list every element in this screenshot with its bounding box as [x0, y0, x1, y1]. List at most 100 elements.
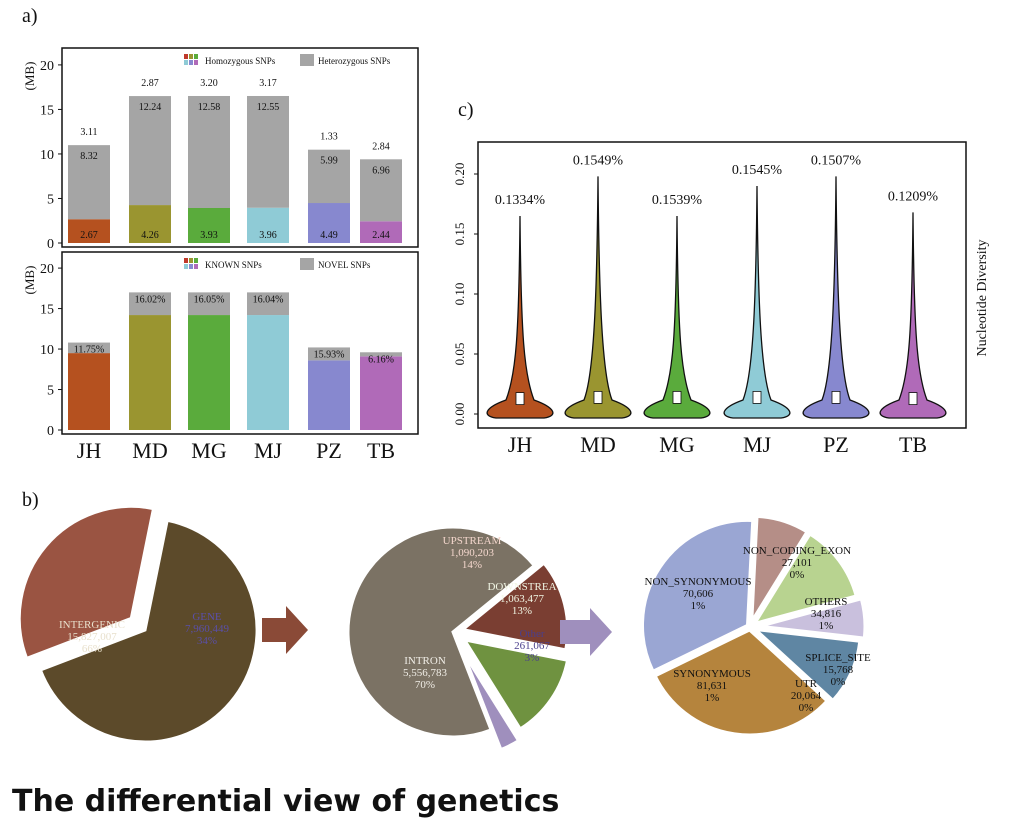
legend-swatch-multicolor-dot [194, 60, 198, 65]
pie-slice-non-coding-exon [750, 514, 809, 623]
x-tick-label-MD: MD [580, 432, 615, 457]
bar-TB-lower [360, 356, 402, 430]
panel-label-c: c) [458, 99, 474, 121]
bar-JH-upper [68, 145, 110, 220]
pie-slice-others [751, 531, 859, 626]
pie-label-name: INTERGENIC [59, 619, 125, 631]
bar-percent-label: 11.75% [74, 345, 104, 356]
legend-swatch-gray [300, 258, 314, 270]
bar-value-label-lower: 3.93 [200, 230, 218, 241]
bar-JH-lower [68, 353, 110, 430]
legend-swatch-multicolor-dot [189, 60, 193, 65]
bar-MG-upper [188, 292, 230, 316]
legend-swatch-multicolor-dot [189, 258, 193, 263]
bar-MG-lower [188, 208, 230, 243]
pie-label-count: 5,556,783 [403, 667, 448, 679]
y-tick-label: 5 [47, 384, 54, 399]
pie-label-percent: 1% [705, 692, 720, 704]
pie-label-percent: 34% [197, 635, 217, 647]
x-tick-label-TB: TB [899, 432, 927, 457]
panel-label-a: a) [22, 5, 38, 27]
bar-MJ-upper [247, 292, 289, 316]
y-tick-label: 0 [47, 237, 54, 252]
y-axis-label: (MB) [22, 266, 37, 295]
pie-label-count: 1,063,477 [500, 593, 545, 605]
pie-label-name: INTRON [404, 655, 446, 667]
x-tick-label-TB: TB [367, 438, 395, 463]
bar-value-label-top: 2.87 [141, 78, 159, 89]
pie-label-name: Other [519, 628, 544, 640]
pie-label-name: NON_SYNONYMOUS [645, 576, 752, 588]
pie-label-count: 27,101 [782, 557, 812, 569]
y-tick-label: 0.05 [452, 343, 467, 366]
pie-label-name: UTR [795, 678, 818, 690]
bar-value-label-upper: 6.96 [372, 165, 390, 176]
y-tick-label: 20 [40, 59, 54, 74]
violin-box-MJ [752, 390, 762, 404]
pie-label-percent: 1% [691, 600, 706, 612]
violin-MD [564, 176, 632, 419]
violin-box-MD [593, 390, 603, 404]
pie-label-percent: 0% [831, 676, 846, 688]
y-tick-label: 0.10 [452, 283, 467, 306]
pie-label-count: 1,090,203 [450, 547, 495, 559]
bar-percent-label: 16.04% [253, 294, 284, 305]
bar-MD-lower [129, 315, 171, 430]
pie-slice-other [461, 650, 521, 752]
legend-label: Homozygous SNPs [205, 56, 276, 66]
x-tick-label-PZ: PZ [823, 432, 849, 457]
bar-value-label-lower: 2.67 [80, 230, 98, 241]
pie-label-percent: 1% [819, 620, 834, 632]
y-tick-label: 10 [40, 148, 54, 163]
bar-value-label-upper: 8.32 [80, 151, 98, 162]
pie-label-name: NON_CODING_EXON [743, 545, 851, 557]
pie-label-count: 261,067 [514, 640, 550, 652]
bar-TB-upper [360, 352, 402, 357]
pie-label-name: DOWNSTREA [487, 581, 556, 593]
pie-slice-intron [346, 525, 537, 739]
pie-label-percent: 14% [462, 559, 482, 571]
legend-label: NOVEL SNPs [318, 260, 371, 270]
violin-box-MG [672, 390, 682, 404]
y-axis-label: Nucleotide Diversity [975, 239, 990, 356]
violin-MG [643, 215, 711, 419]
violin-box-JH [515, 392, 525, 406]
bar-MJ-lower [247, 315, 289, 430]
legend-swatch-multicolor-dot [184, 54, 188, 59]
violin-MJ [723, 185, 791, 419]
panel-label-b: b) [22, 489, 39, 511]
legend-swatch-multicolor-dot [189, 54, 193, 59]
bar-value-label-lower: 4.26 [141, 230, 159, 241]
bar-PZ-upper [308, 149, 350, 204]
pie-label-name: SPLICE_SITE [805, 652, 871, 664]
legend-swatch-multicolor-dot [184, 264, 188, 269]
bar-MG-upper [188, 95, 230, 209]
pie-label-name: UPSTREAM [443, 535, 502, 547]
pie-label-percent: 66% [82, 643, 102, 655]
legend-label: Heterozygous SNPs [318, 56, 391, 66]
pie-slice-intergenic [38, 518, 259, 744]
bar-value-label-upper: 12.58 [198, 102, 221, 113]
panel-c-frame [477, 141, 967, 429]
x-tick-label-JH: JH [508, 432, 533, 457]
legend-swatch-multicolor-dot [194, 258, 198, 263]
bar-value-label-lower: 4.49 [320, 230, 338, 241]
violin-value-label-JH: 0.1334% [495, 193, 546, 208]
bar-percent-label: 6.16% [368, 354, 394, 365]
pie-label-count: 7,960,449 [185, 623, 230, 635]
pie-label-count: 81,631 [697, 680, 727, 692]
y-tick-label: 20 [40, 262, 54, 277]
violin-value-label-MD: 0.1549% [573, 153, 624, 168]
pie-label-count: 15,827,007 [67, 631, 117, 643]
pie-slice-gene [17, 504, 156, 661]
